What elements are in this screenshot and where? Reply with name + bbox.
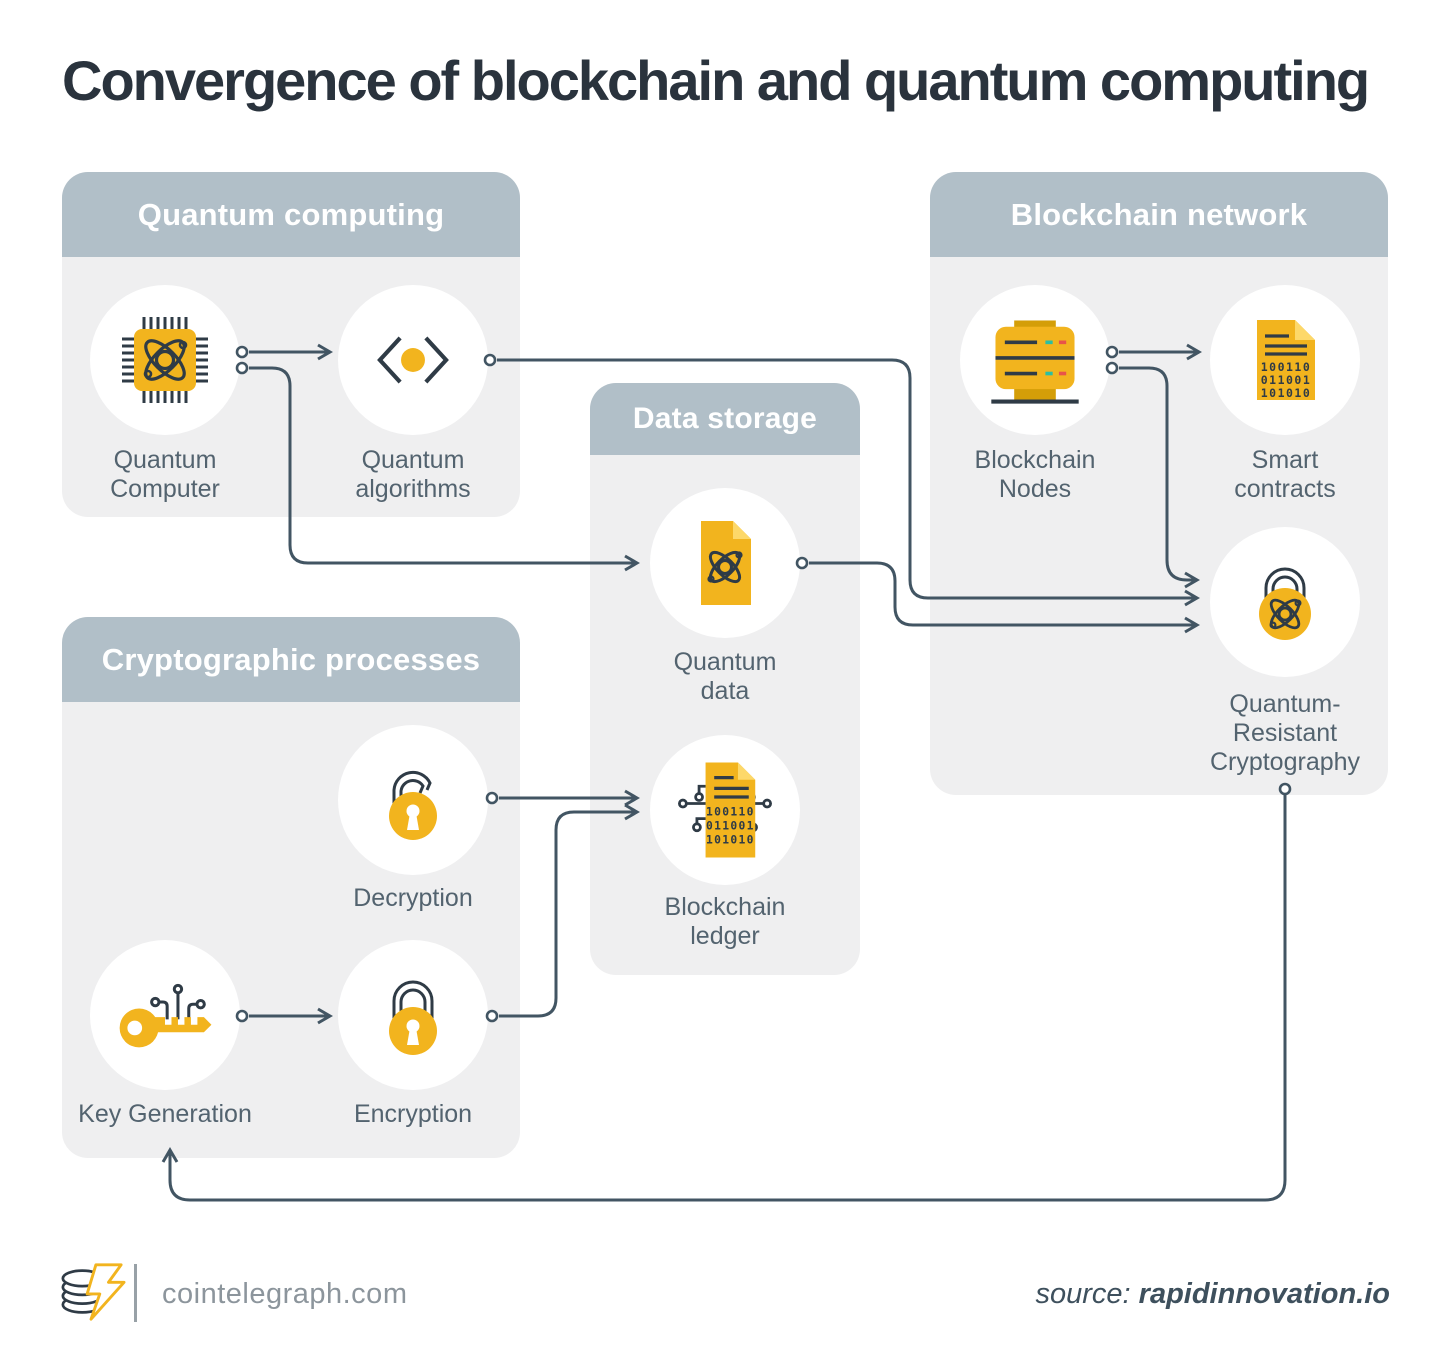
quantum-data-document-icon xyxy=(701,521,751,605)
quantum-computer-chip-icon xyxy=(122,317,208,403)
binary-row: 100110 xyxy=(706,804,755,818)
binary-row: 011001 xyxy=(1261,373,1312,387)
node-blockchain-nodes xyxy=(960,285,1110,435)
panel-blockchain-network: Blockchain network xyxy=(930,172,1388,795)
label-key-generation: Key Generation xyxy=(78,1100,252,1128)
footer-site-text: cointelegraph.com xyxy=(162,1278,408,1310)
node-decryption xyxy=(338,725,488,875)
node-quantum-computer xyxy=(90,285,240,435)
node-blockchain-ledger: 100110 011001 101010 xyxy=(650,735,800,885)
binary-row: 101010 xyxy=(1261,386,1312,400)
contract-document-icon: 100110 011001 101010 xyxy=(1257,320,1315,400)
label-blockchain-nodes: Blockchain Nodes xyxy=(974,446,1096,503)
panel-cryptographic-processes-header: Cryptographic processes xyxy=(62,617,520,702)
label-quantum-algorithms: Quantum algorithms xyxy=(355,446,471,503)
label-quantum-data: Quantum data xyxy=(673,648,777,705)
source-value: rapidinnovation.io xyxy=(1138,1278,1390,1310)
node-quantum-resistant-cryptography xyxy=(1210,527,1360,677)
source-label: source: xyxy=(1035,1278,1131,1310)
binary-row: 100110 xyxy=(1261,360,1312,374)
cointelegraph-logo-icon xyxy=(61,1263,126,1321)
label-quantum-computer: Quantum Computer xyxy=(110,446,220,503)
key-circuit-icon xyxy=(119,983,212,1048)
label-quantum-resistant-cryptography: Quantum- Resistant Cryptography xyxy=(1209,690,1361,776)
node-smart-contracts: 100110 011001 101010 xyxy=(1210,285,1360,435)
panel-data-storage-header: Data storage xyxy=(590,383,860,455)
label-blockchain-ledger: Blockchain ledger xyxy=(664,893,786,950)
closed-padlock-icon xyxy=(389,980,437,1055)
node-quantum-data xyxy=(650,488,800,638)
server-stack-icon xyxy=(991,320,1079,404)
binary-row: 101010 xyxy=(706,832,755,846)
panel-quantum-computing-header: Quantum computing xyxy=(62,172,520,257)
binary-row: 011001 xyxy=(706,818,755,832)
node-quantum-algorithms xyxy=(338,285,488,435)
node-encryption xyxy=(338,940,488,1090)
label-encryption: Encryption xyxy=(353,1100,473,1128)
label-smart-contracts: Smart contracts xyxy=(1234,446,1336,503)
footer-divider xyxy=(134,1264,137,1322)
node-key-generation xyxy=(90,940,240,1090)
page-title: Convergence of blockchain and quantum co… xyxy=(62,49,1370,112)
quantum-lock-icon xyxy=(1259,567,1311,640)
open-padlock-icon xyxy=(389,770,437,840)
ledger-circuit-document-icon: 100110 011001 101010 xyxy=(678,762,772,858)
label-decryption: Decryption xyxy=(353,884,473,912)
code-brackets-icon xyxy=(377,336,449,384)
panel-blockchain-network-header: Blockchain network xyxy=(930,172,1388,257)
footer-source-text: source: rapidinnovation.io xyxy=(1035,1278,1390,1311)
